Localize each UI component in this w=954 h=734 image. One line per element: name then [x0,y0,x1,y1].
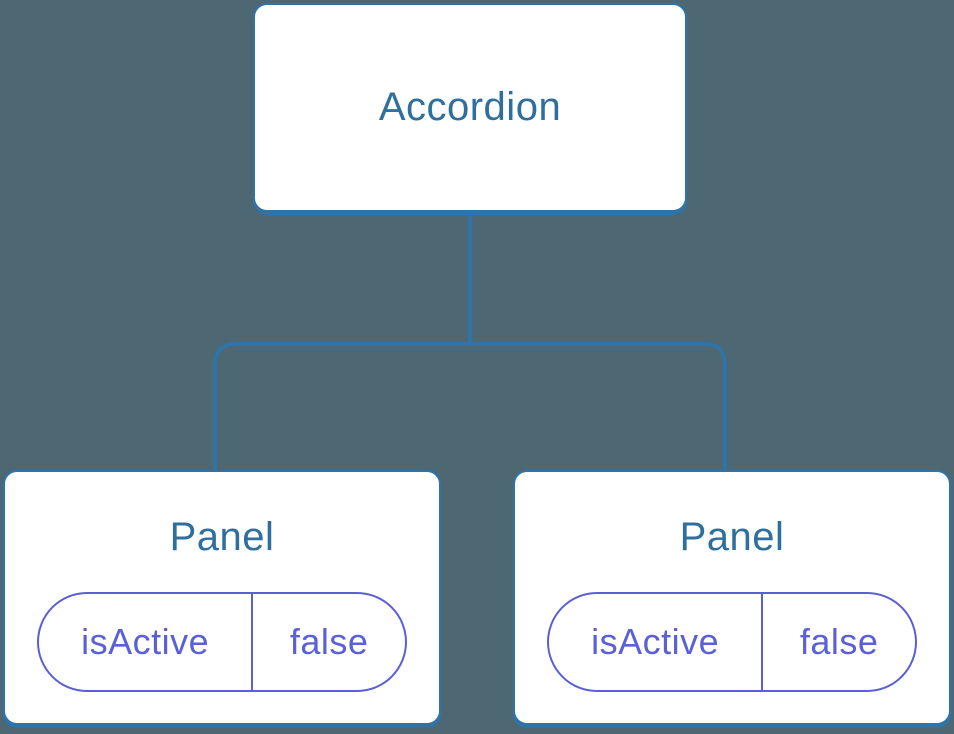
accordion-node: Accordion [253,3,687,212]
prop-name-cell: isActive [591,621,720,662]
prop-value-cell: false [761,594,915,690]
panel-node-left: Panel isActive false [3,470,441,725]
prop-pill: isActive false [37,592,407,692]
panel-node-title: Panel [679,515,785,559]
connector-branch-bracket [213,342,727,472]
accordion-node-label: Accordion [378,85,562,129]
prop-name-cell: isActive [81,621,210,662]
panel-node-right: Panel isActive false [513,470,951,725]
prop-value-cell: false [251,594,405,690]
prop-pill: isActive false [547,592,917,692]
panel-node-title: Panel [169,515,275,559]
connector-stem-line [468,210,472,346]
